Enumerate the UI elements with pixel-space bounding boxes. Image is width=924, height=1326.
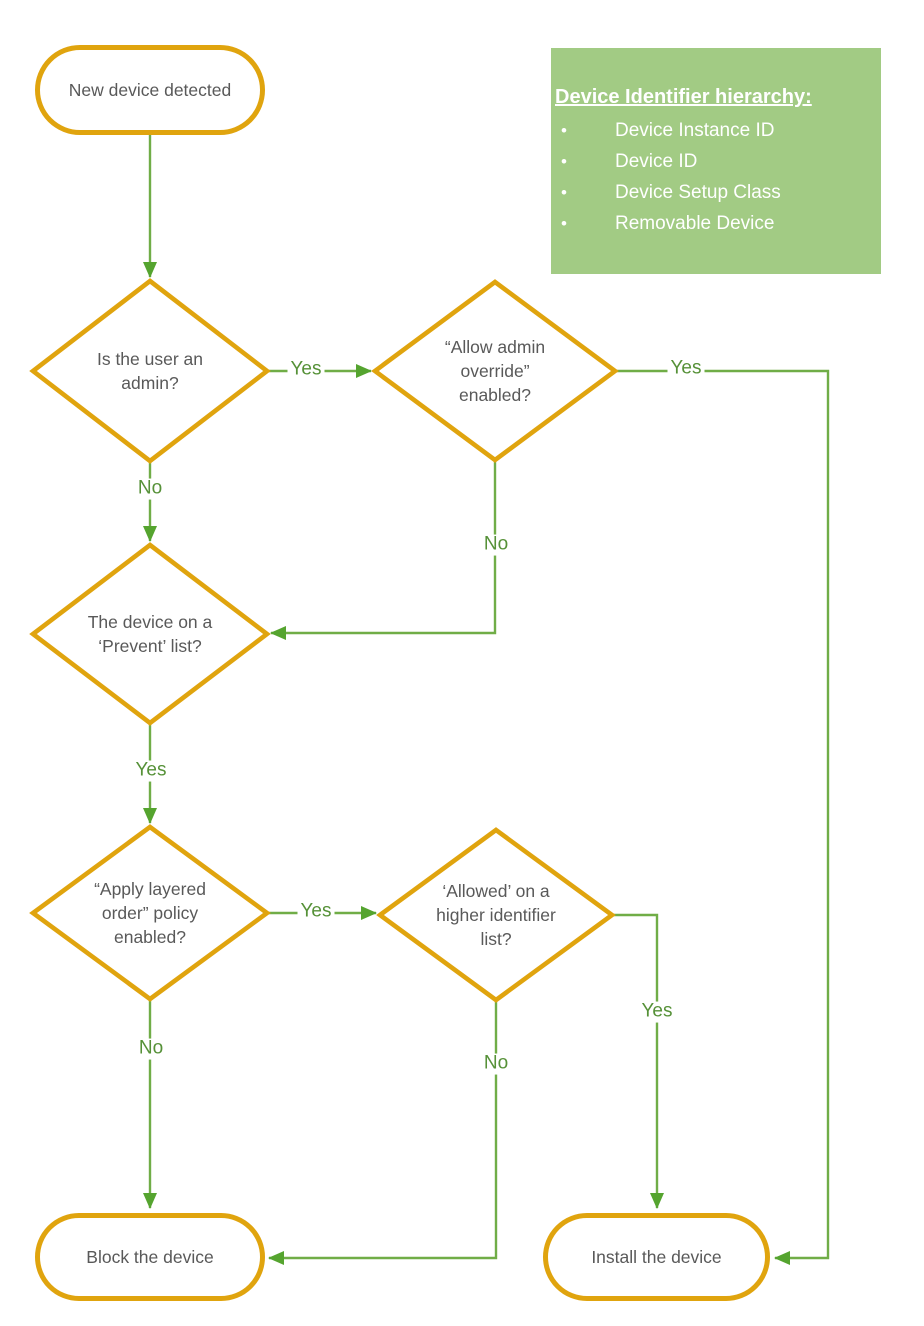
legend-item-label: Device Setup Class: [615, 182, 781, 203]
edge-label-layered-yes: Yes: [297, 901, 335, 923]
legend-item-label: Device Instance ID: [615, 120, 775, 141]
bullet-icon: •: [561, 214, 567, 233]
decision-shapes: [29, 278, 619, 1003]
edge-label-prevent-yes: Yes: [132, 760, 170, 782]
decision-allow-admin-override-label: “Allow admin override” enabled?: [444, 336, 546, 406]
legend-item: • Device ID: [555, 146, 871, 177]
legend-item-label: Removable Device: [615, 213, 775, 234]
edge-override-no-to-prevent: [270, 460, 497, 640]
edge-label-override-no: No: [480, 534, 512, 556]
bullet-icon: •: [561, 121, 567, 140]
edge-allowed-yes-to-install: [612, 913, 664, 1209]
edge-allowed-no-to-block: [268, 1000, 498, 1265]
block-device-node: Block the device: [35, 1213, 265, 1301]
bullet-icon: •: [561, 183, 567, 202]
block-device-label: Block the device: [86, 1246, 214, 1267]
start-node-label: New device detected: [68, 79, 232, 100]
edge-label-allowed-no: No: [480, 1053, 512, 1075]
legend-item: • Removable Device: [555, 208, 871, 239]
edge-label-allowed-yes: Yes: [638, 1001, 676, 1023]
decision-prevent-list: [29, 542, 271, 726]
decision-allowed-higher-identifier: [376, 827, 616, 1003]
bullet-icon: •: [561, 152, 567, 171]
edge-label-admin-no: No: [134, 478, 166, 500]
install-device-label: Install the device: [591, 1246, 722, 1267]
decision-is-user-admin: [29, 278, 271, 464]
decision-allow-admin-override: [371, 279, 619, 463]
decision-is-user-admin-label: Is the user an admin?: [96, 348, 204, 393]
legend-item-label: Device ID: [615, 151, 698, 172]
install-device-node: Install the device: [543, 1213, 770, 1301]
decision-apply-layered-order: [29, 824, 271, 1002]
legend-item: • Device Instance ID: [555, 115, 871, 146]
decision-prevent-list-label: The device on a ‘Prevent’ list?: [87, 611, 213, 656]
edge-label-admin-yes: Yes: [287, 359, 325, 381]
edge-override-yes-to-install: [615, 369, 830, 1265]
legend-title: Device Identifier hierarchy:: [555, 86, 812, 108]
legend-item: • Device Setup Class: [555, 177, 871, 208]
decision-allowed-higher-identifier-label: ‘Allowed’ on a higher identifier list?: [436, 880, 556, 950]
decision-apply-layered-order-label: “Apply layered order” policy enabled?: [94, 878, 206, 948]
legend-list: • Device Instance ID • Device ID • Devic…: [555, 115, 871, 239]
edge-label-layered-no: No: [135, 1038, 167, 1060]
edge-label-override-yes: Yes: [667, 358, 705, 380]
device-identifier-hierarchy-box: Device Identifier hierarchy: • Device In…: [551, 48, 881, 274]
start-node: New device detected: [35, 45, 265, 135]
